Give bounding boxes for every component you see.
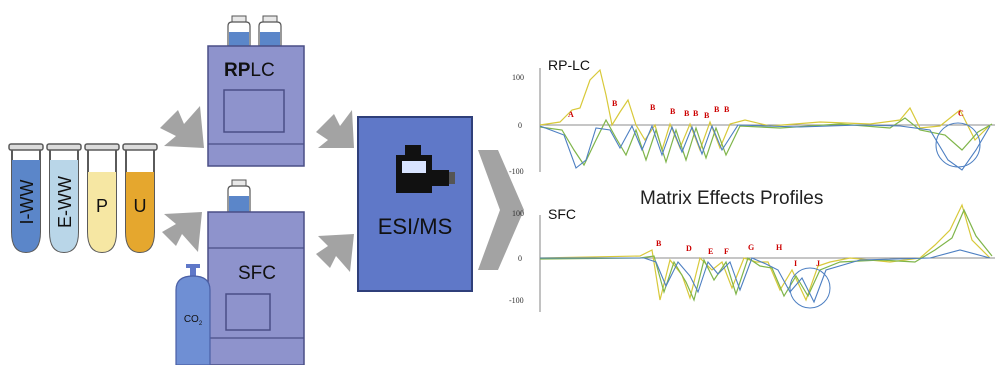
rp-lc-trace-yellow [539,68,991,153]
arrow-to-sfc [162,212,202,252]
peak-label: A [568,110,574,119]
peak-label: H [776,243,783,252]
solvent-bottle [258,15,282,47]
rplc-label: RPLC [224,60,275,81]
rp-lc-trace-green [539,117,993,167]
arrow-rplc-to-esi [316,110,354,148]
rp-lc-trace-blue [539,124,991,171]
sfc-highlight-circle [789,267,831,309]
peak-label: B [724,105,730,114]
rp-lc-highlight-circle [935,122,981,168]
sample-label-iww: I-WW [17,180,37,225]
sfc-instrument: SFC [207,179,305,365]
co2-cylinder: CO2 [175,264,211,365]
tick-label: 100 [512,209,524,218]
solvent-bottle [227,179,251,213]
sample-tubes: I-WW E-WW P U [8,143,158,254]
peak-label: E [708,247,713,256]
arrow-sfc-to-esi [316,234,354,272]
peak-label: C [958,109,964,118]
peak-label: B [656,239,662,248]
mass-spec-icon [396,145,455,193]
rp-lc-plot-label: RP-LC [548,57,590,73]
sfc-trace-yellow [539,203,991,302]
peak-label: F [724,247,729,256]
sample-tube-iww: I-WW [8,143,44,254]
solvent-bottle [227,15,251,47]
tick-label: 100 [512,73,524,82]
peak-label: B [650,103,656,112]
sfc-plot-label: SFC [548,206,576,222]
profiles-title: Matrix Effects Profiles [640,188,823,209]
sample-label-u: U [134,196,147,216]
sample-tube-eww: E-WW [46,143,82,254]
peak-label: B [684,109,690,118]
sample-tube-p: P [84,143,120,254]
tick-label: -100 [509,296,524,305]
peak-label: B [693,109,699,118]
sfc-trace-blue [540,249,991,304]
tick-label: 0 [518,254,522,263]
rplc-instrument: RPLC [207,15,305,167]
peak-label: J [816,259,820,268]
peak-label: B [670,107,676,116]
peak-label: B [612,99,618,108]
sample-label-eww: E-WW [55,176,75,228]
tick-label: -100 [509,167,524,176]
peak-label: I [794,259,797,268]
arrow-to-profiles [478,150,524,270]
tick-label: 0 [518,121,522,130]
esi-ms-label: ESI/MS [378,214,453,239]
sample-tube-u: U [122,143,158,254]
peak-label: B [714,105,720,114]
arrow-to-rplc [160,106,204,148]
sfc-label: SFC [238,263,276,284]
co2-label: CO2 [184,314,203,327]
peak-label: G [748,243,754,252]
esi-ms-detector: ESI/MS [357,116,473,292]
peak-label: B [704,111,710,120]
matrix-effects-profiles: RP-LC SFC Matrix Effects Profiles 100 0 … [509,57,995,312]
sample-label-p: P [96,196,108,216]
peak-label: D [686,244,692,253]
